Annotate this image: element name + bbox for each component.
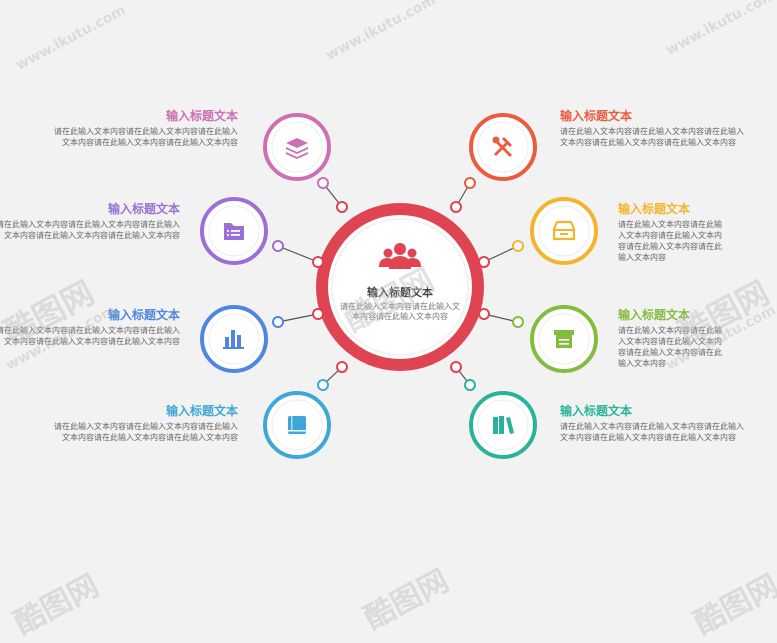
books-icon [493,416,514,434]
node-ring [530,197,598,265]
connector-line [277,245,319,263]
node-desc: 请在此输入文本内容请在此输入文本内容请在此输入文本内容请在此输入文本内容请在此输… [618,220,722,262]
center-desc: 请在此输入文本内容请在此输入文本内容请在此输入文本内容 [340,302,460,321]
node-joint [464,379,476,391]
node-desc: 请在此输入文本内容请在此输入文本内容请在此输入文本内容请在此输入文本内容请在此输… [0,326,180,346]
folder-icon [224,223,244,240]
node-title: 输入标题文本 [165,109,238,123]
node-ring [263,113,331,181]
node-bottom-right [464,379,537,459]
node-lower-left [200,305,284,373]
center-hub [312,201,490,373]
node-title: 输入标题文本 [165,404,238,418]
mind-map-diagram [200,113,598,459]
node-lower-right [512,305,598,373]
center-label: 输入标题文本 请在此输入文本内容请在此输入文本内容请在此输入文本内容 [340,286,460,322]
connector-line [483,245,519,263]
node-joint [317,177,329,189]
center-joint [450,201,462,213]
node-title: 输入标题文本 [618,202,691,216]
node-bottom-left [263,379,331,459]
node-upper-right [512,197,598,265]
center-joint [336,201,348,213]
center-joint [312,308,324,320]
book-icon [288,416,306,434]
node-top-right [464,113,537,189]
center-title: 输入标题文本 [367,286,433,299]
node-joint [512,316,524,328]
center-joint [336,361,348,373]
label-bottom-left: 输入标题文本 请在此输入文本内容请在此输入文本内容请在此输入文本内容请在此输入文… [48,403,238,443]
tools-icon [492,136,512,157]
node-title: 输入标题文本 [618,308,691,322]
node-joint [512,240,524,252]
bar-chart-icon [223,330,244,349]
node-ring [469,113,537,181]
printer-icon [554,330,574,348]
node-upper-left [200,197,284,265]
center-joint [450,361,462,373]
center-joint [478,256,490,268]
center-inner [331,218,469,356]
node-joint [272,316,284,328]
node-title: 输入标题文本 [107,308,180,322]
node-joint [272,240,284,252]
label-upper-left: 输入标题文本 请在此输入文本内容请在此输入文本内容请在此输入文本内容请在此输入文… [0,201,180,241]
connector-line [277,313,319,323]
node-ring [200,305,268,373]
node-title: 输入标题文本 [107,202,180,216]
node-joint [317,379,329,391]
label-lower-left: 输入标题文本 请在此输入文本内容请在此输入文本内容请在此输入文本内容请在此输入文… [0,307,180,347]
layers-icon [286,138,308,159]
node-desc: 请在此输入文本内容请在此输入文本内容请在此输入文本内容请在此输入文本内容请在此输… [54,422,238,442]
node-ring [263,391,331,459]
label-upper-right: 输入标题文本 请在此输入文本内容请在此输入文本内容请在此输入文本内容请在此输入文… [618,201,728,263]
label-top-left: 输入标题文本 请在此输入文本内容请在此输入文本内容请在此输入文本内容请在此输入文… [48,108,238,148]
node-desc: 请在此输入文本内容请在此输入文本内容请在此输入文本内容请在此输入文本内容请在此输… [560,127,744,147]
label-top-right: 输入标题文本 请在此输入文本内容请在此输入文本内容请在此输入文本内容请在此输入文… [560,108,750,148]
node-title: 输入标题文本 [560,109,633,123]
inbox-drive-icon [552,220,576,241]
node-ring [530,305,598,373]
center-joint [312,256,324,268]
center-joint [478,308,490,320]
label-bottom-right: 输入标题文本 请在此输入文本内容请在此输入文本内容请在此输入文本内容请在此输入文… [560,403,750,443]
node-desc: 请在此输入文本内容请在此输入文本内容请在此输入文本内容请在此输入文本内容请在此输… [618,326,722,368]
node-title: 输入标题文本 [560,404,633,418]
node-ring [469,391,537,459]
node-ring [200,197,268,265]
node-desc: 请在此输入文本内容请在此输入文本内容请在此输入文本内容请在此输入文本内容请在此输… [560,422,744,442]
node-top-left [263,113,331,189]
node-desc: 请在此输入文本内容请在此输入文本内容请在此输入文本内容请在此输入文本内容请在此输… [0,220,180,240]
node-joint [464,177,476,189]
people-group-icon [379,243,421,269]
label-lower-right: 输入标题文本 请在此输入文本内容请在此输入文本内容请在此输入文本内容请在此输入文… [618,307,728,369]
node-desc: 请在此输入文本内容请在此输入文本内容请在此输入文本内容请在此输入文本内容请在此输… [54,127,238,147]
